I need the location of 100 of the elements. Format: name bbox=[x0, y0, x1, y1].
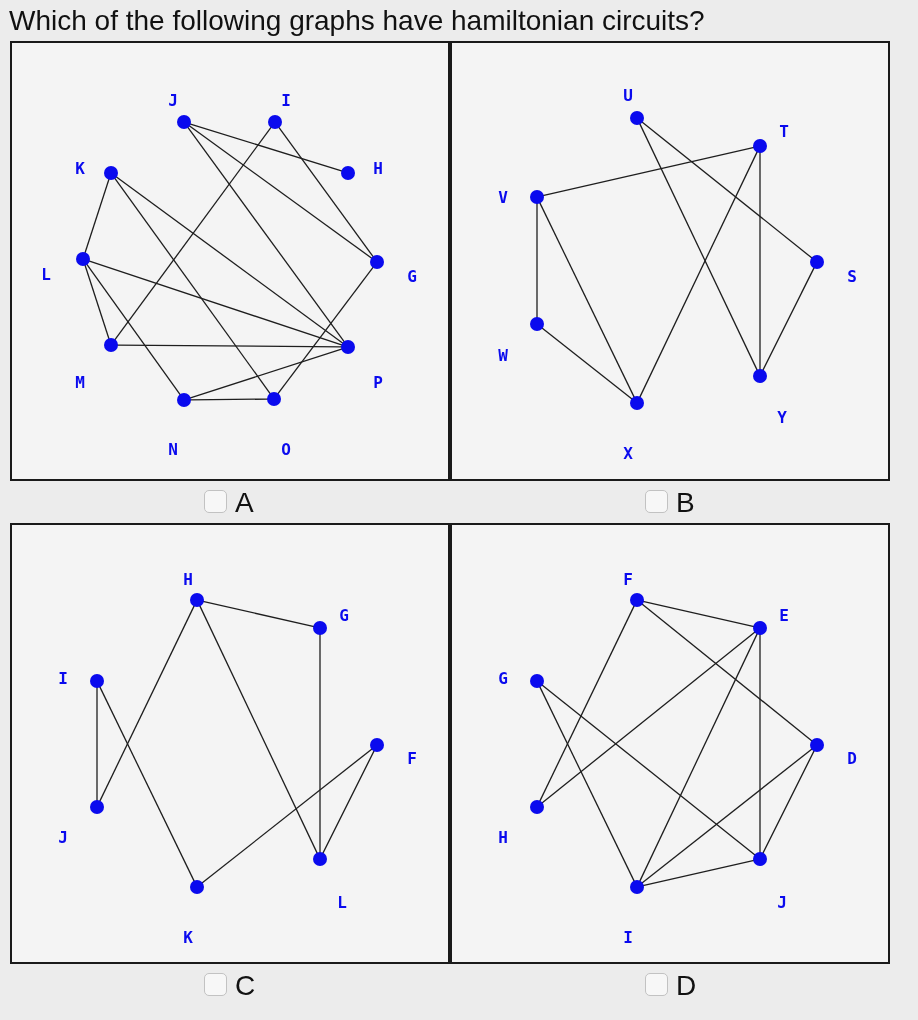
vertex-dot bbox=[630, 396, 644, 410]
graph-edge bbox=[642, 600, 755, 628]
vertex-dot bbox=[630, 111, 644, 125]
option-label: B bbox=[676, 489, 695, 517]
graph-panel bbox=[450, 523, 890, 964]
graph-edge bbox=[541, 327, 633, 400]
vertex-dot bbox=[190, 593, 204, 607]
graph-edge bbox=[759, 151, 761, 371]
graph-edge bbox=[202, 600, 315, 628]
vertex-dot bbox=[630, 593, 644, 607]
graph-edge bbox=[542, 146, 755, 197]
graph-edge bbox=[641, 121, 813, 259]
graph-edge bbox=[189, 348, 343, 399]
vertex-label: K bbox=[75, 160, 85, 176]
vertex-label: K bbox=[183, 929, 193, 945]
graph-edge bbox=[113, 126, 273, 341]
vertex-dot bbox=[90, 674, 104, 688]
graph-edge bbox=[277, 126, 375, 258]
graph-edge bbox=[538, 604, 636, 803]
graph-panel bbox=[10, 523, 450, 964]
vertex-label: L bbox=[41, 266, 51, 282]
graph-edge bbox=[638, 632, 759, 883]
vertex-dot bbox=[753, 852, 767, 866]
graph-edge bbox=[641, 603, 813, 742]
graph-panel bbox=[450, 41, 890, 481]
graph-edge bbox=[98, 604, 196, 803]
graph-edge bbox=[541, 684, 756, 856]
graph-edge bbox=[188, 124, 373, 260]
vertex-dot bbox=[341, 166, 355, 180]
vertex-dot bbox=[753, 369, 767, 383]
vertex-dot bbox=[267, 392, 281, 406]
vertex-label: I bbox=[281, 92, 291, 108]
graph-edge bbox=[322, 749, 375, 855]
graph-edge bbox=[198, 604, 319, 855]
vertex-label: E bbox=[779, 607, 789, 623]
vertex-label: V bbox=[498, 189, 508, 205]
vertex-dot bbox=[313, 852, 327, 866]
vertex-label: G bbox=[339, 607, 349, 623]
vertex-dot bbox=[177, 393, 191, 407]
vertex-dot bbox=[753, 139, 767, 153]
vertex-dot bbox=[341, 340, 355, 354]
vertex-label: F bbox=[407, 750, 417, 766]
vertex-label: S bbox=[847, 268, 857, 284]
graph-edge bbox=[538, 685, 636, 883]
graph-edge bbox=[85, 263, 182, 396]
graph-edge bbox=[638, 150, 759, 399]
vertex-label: O bbox=[281, 441, 291, 457]
vertex-dot bbox=[530, 674, 544, 688]
option-label: D bbox=[676, 972, 697, 1000]
question-text: Which of the following graphs have hamiltonian circuits? bbox=[9, 4, 705, 38]
vertex-label: L bbox=[337, 894, 347, 910]
vertex-dot bbox=[104, 338, 118, 352]
graph-edge bbox=[84, 264, 110, 340]
vertex-label: H bbox=[373, 160, 383, 176]
vertex-label: I bbox=[58, 670, 68, 686]
vertex-label: F bbox=[623, 571, 633, 587]
vertex-dot bbox=[530, 800, 544, 814]
graph-edge bbox=[762, 749, 815, 855]
vertex-label: G bbox=[498, 670, 508, 686]
vertex-label: H bbox=[498, 829, 508, 845]
vertex-label: U bbox=[623, 87, 633, 103]
graph-edge bbox=[641, 748, 813, 884]
vertex-label: J bbox=[777, 894, 787, 910]
vertex-dot bbox=[530, 190, 544, 204]
vertex-label: P bbox=[373, 374, 383, 390]
graph-edge bbox=[201, 748, 373, 884]
vertex-label: N bbox=[168, 441, 178, 457]
vertex-dot bbox=[810, 738, 824, 752]
graph-edge bbox=[186, 126, 346, 343]
vertex-label: H bbox=[183, 571, 193, 587]
vertex-dot bbox=[630, 880, 644, 894]
vertex-label: M bbox=[75, 374, 85, 390]
graph-edge bbox=[538, 201, 636, 399]
graph-edge bbox=[189, 398, 269, 401]
graph-edge bbox=[536, 202, 538, 319]
vertex-label: W bbox=[498, 347, 508, 363]
vertex-dot bbox=[370, 255, 384, 269]
vertex-dot bbox=[370, 738, 384, 752]
graph-edge bbox=[113, 177, 272, 395]
vertex-dot bbox=[313, 621, 327, 635]
graph-edge bbox=[84, 178, 110, 254]
graph-edge bbox=[638, 122, 759, 372]
vertex-label: Y bbox=[777, 409, 787, 425]
vertex-dot bbox=[810, 255, 824, 269]
vertex-dot bbox=[530, 317, 544, 331]
graph-edge bbox=[98, 685, 196, 883]
graph-edge bbox=[116, 344, 343, 348]
vertex-label: X bbox=[623, 445, 633, 461]
vertex-dot bbox=[76, 252, 90, 266]
vertex-dot bbox=[268, 115, 282, 129]
vertex-dot bbox=[177, 115, 191, 129]
graph-edge bbox=[88, 260, 343, 346]
vertex-label: D bbox=[847, 750, 857, 766]
graph-edge bbox=[189, 123, 343, 172]
vertex-label: G bbox=[407, 268, 417, 284]
graph-edge bbox=[642, 859, 755, 887]
vertex-label: T bbox=[779, 123, 789, 139]
vertex-dot bbox=[753, 621, 767, 635]
vertex-dot bbox=[90, 800, 104, 814]
graph-edge bbox=[762, 266, 815, 372]
